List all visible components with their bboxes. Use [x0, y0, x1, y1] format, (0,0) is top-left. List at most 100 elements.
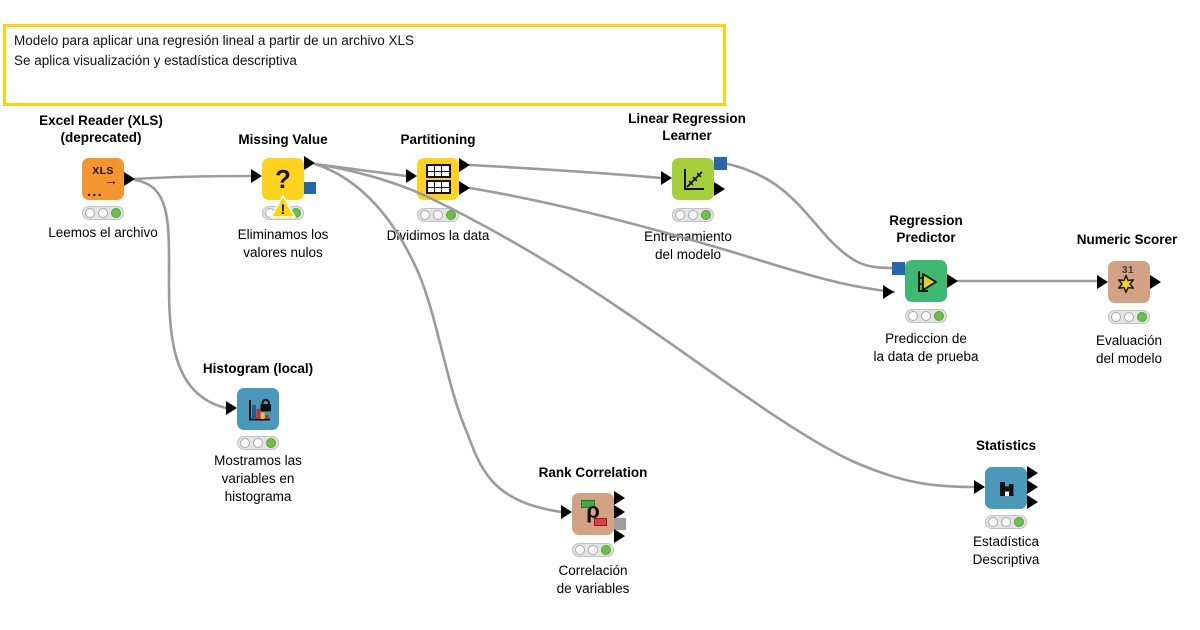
status-dot-green — [934, 311, 944, 321]
output-port-statistics-1[interactable] — [1027, 466, 1038, 480]
ellipsis-icon: ... — [87, 183, 104, 199]
status-dot-red — [420, 210, 430, 220]
score-number-icon: 31 — [1122, 265, 1135, 276]
status-dot-green — [1014, 517, 1024, 527]
node-title-partitioning: Partitioning — [400, 132, 476, 147]
output-port-excel-reader[interactable] — [124, 172, 135, 186]
node-regression-predictor[interactable] — [905, 260, 947, 302]
status-light-histogram — [237, 436, 279, 450]
status-light-excel-reader — [82, 206, 124, 220]
wire-missing-to-partitioning — [313, 162, 408, 178]
status-dot-green — [701, 210, 711, 220]
annotation-line: Modelo para aplicar una regresión lineal… — [14, 33, 414, 48]
input-port-regression-predictor[interactable] — [883, 285, 894, 299]
node-title-linear-regression-learner: Linear Regression Learner — [628, 111, 746, 143]
output-port-statistics-2[interactable] — [1027, 480, 1038, 494]
status-dot-yellow — [921, 311, 931, 321]
input-port-linear-regression-learner[interactable] — [661, 171, 672, 185]
node-histogram[interactable] — [237, 388, 279, 430]
output-port-rank-correlation-1[interactable] — [614, 491, 625, 505]
node-numeric-scorer[interactable]: 31 — [1108, 261, 1150, 303]
workflow-annotation-box[interactable]: Modelo para aplicar una regresión lineal… — [3, 24, 726, 106]
node-title-statistics: Statistics — [975, 438, 1037, 453]
matrix-output-port-rank-correlation[interactable] — [614, 518, 626, 530]
node-title-excel-reader: Excel Reader (XLS) (deprecated) — [39, 113, 163, 145]
output-port-numeric-scorer[interactable] — [1150, 275, 1161, 289]
output-port-rank-correlation-3[interactable] — [614, 529, 625, 543]
status-dot-red — [1111, 312, 1121, 322]
regression-chart-icon — [684, 169, 704, 190]
annotation-line: Se aplica visualización y estadística de… — [14, 53, 297, 68]
status-light-numeric-scorer — [1108, 310, 1150, 324]
node-missing-value[interactable]: ? — [262, 158, 304, 200]
input-port-statistics[interactable] — [974, 480, 985, 494]
lock-icon — [260, 398, 271, 411]
output-port-rank-correlation-2[interactable] — [614, 505, 625, 519]
node-partitioning[interactable] — [417, 158, 459, 200]
node-label-histogram: Mostramos las variables en histograma — [214, 453, 302, 504]
node-title-histogram: Histogram (local) — [202, 361, 314, 376]
status-dot-red — [575, 545, 585, 555]
statistics-bars-icon — [1000, 482, 1014, 496]
output-port-partitioning-bottom[interactable] — [459, 181, 470, 195]
warning-icon: ! — [270, 194, 296, 218]
pmml-output-port-missing-value[interactable] — [304, 182, 316, 194]
input-port-partitioning[interactable] — [406, 169, 417, 183]
status-dot-yellow — [253, 438, 263, 448]
wire-partitioning-to-learner — [468, 163, 663, 180]
svg-text:!: ! — [281, 201, 286, 217]
status-light-regression-predictor — [905, 309, 947, 323]
node-label-regression-predictor: Prediccion de la data de prueba — [873, 331, 979, 364]
star-icon — [1117, 275, 1135, 293]
node-title-regression-predictor: Regression Predictor — [889, 213, 963, 245]
arrow-icon: → — [104, 172, 118, 188]
status-light-linear-regression-learner — [672, 208, 714, 222]
status-dot-red — [908, 311, 918, 321]
node-label-numeric-scorer: Evaluación del modelo — [1095, 333, 1163, 366]
input-port-rank-correlation[interactable] — [561, 505, 572, 519]
status-dot-red — [240, 438, 250, 448]
node-label-statistics: Estadística Descriptiva — [972, 534, 1040, 567]
status-dot-green — [1137, 312, 1147, 322]
status-dot-yellow — [588, 545, 598, 555]
predictor-play-icon — [918, 271, 937, 292]
status-dot-red — [675, 210, 685, 220]
node-label-rank-correlation: Correlación de variables — [556, 563, 630, 596]
output-port-partitioning-top[interactable] — [459, 158, 470, 172]
model-input-port-regression-predictor[interactable] — [892, 262, 905, 275]
status-dot-green — [601, 545, 611, 555]
node-label-missing-value: Eliminamos los valores nulos — [237, 227, 329, 260]
node-rank-correlation[interactable]: ρ — [572, 493, 614, 535]
input-port-histogram[interactable] — [226, 401, 237, 415]
status-dot-yellow — [1124, 312, 1134, 322]
node-statistics[interactable] — [985, 467, 1027, 509]
output-port-statistics-3[interactable] — [1027, 495, 1038, 509]
wire-excel-to-missing — [133, 174, 253, 181]
status-dot-green — [266, 438, 276, 448]
rho-icon: ρ — [572, 493, 614, 535]
status-dot-yellow — [98, 208, 108, 218]
node-title-rank-correlation: Rank Correlation — [538, 465, 648, 480]
question-mark-icon: ? — [275, 164, 291, 194]
status-dot-green — [446, 210, 456, 220]
output-port-linear-regression-learner[interactable] — [714, 182, 725, 196]
xls-icon: XLS — [92, 165, 114, 177]
node-label-partitioning: Dividimos la data — [386, 228, 490, 243]
status-light-partitioning — [417, 208, 459, 222]
node-label-excel-reader: Leemos el archivo — [48, 225, 158, 240]
node-linear-regression-learner[interactable] — [672, 158, 714, 200]
input-port-numeric-scorer[interactable] — [1097, 275, 1108, 289]
histogram-bars-icon — [248, 398, 271, 420]
model-output-port-linear-regression-learner[interactable] — [714, 157, 727, 170]
input-port-missing-value[interactable] — [251, 169, 262, 183]
partition-table-icon — [417, 158, 459, 200]
node-label-linear-regression-learner: Entrenamiento del modelo — [644, 229, 732, 262]
output-port-regression-predictor[interactable] — [947, 274, 958, 288]
node-title-missing-value: Missing Value — [238, 132, 328, 147]
status-dot-yellow — [688, 210, 698, 220]
status-dot-green — [111, 208, 121, 218]
node-excel-reader[interactable]: XLS → ... — [82, 158, 124, 200]
output-port-missing-value[interactable] — [304, 156, 315, 170]
status-dot-red — [988, 517, 998, 527]
